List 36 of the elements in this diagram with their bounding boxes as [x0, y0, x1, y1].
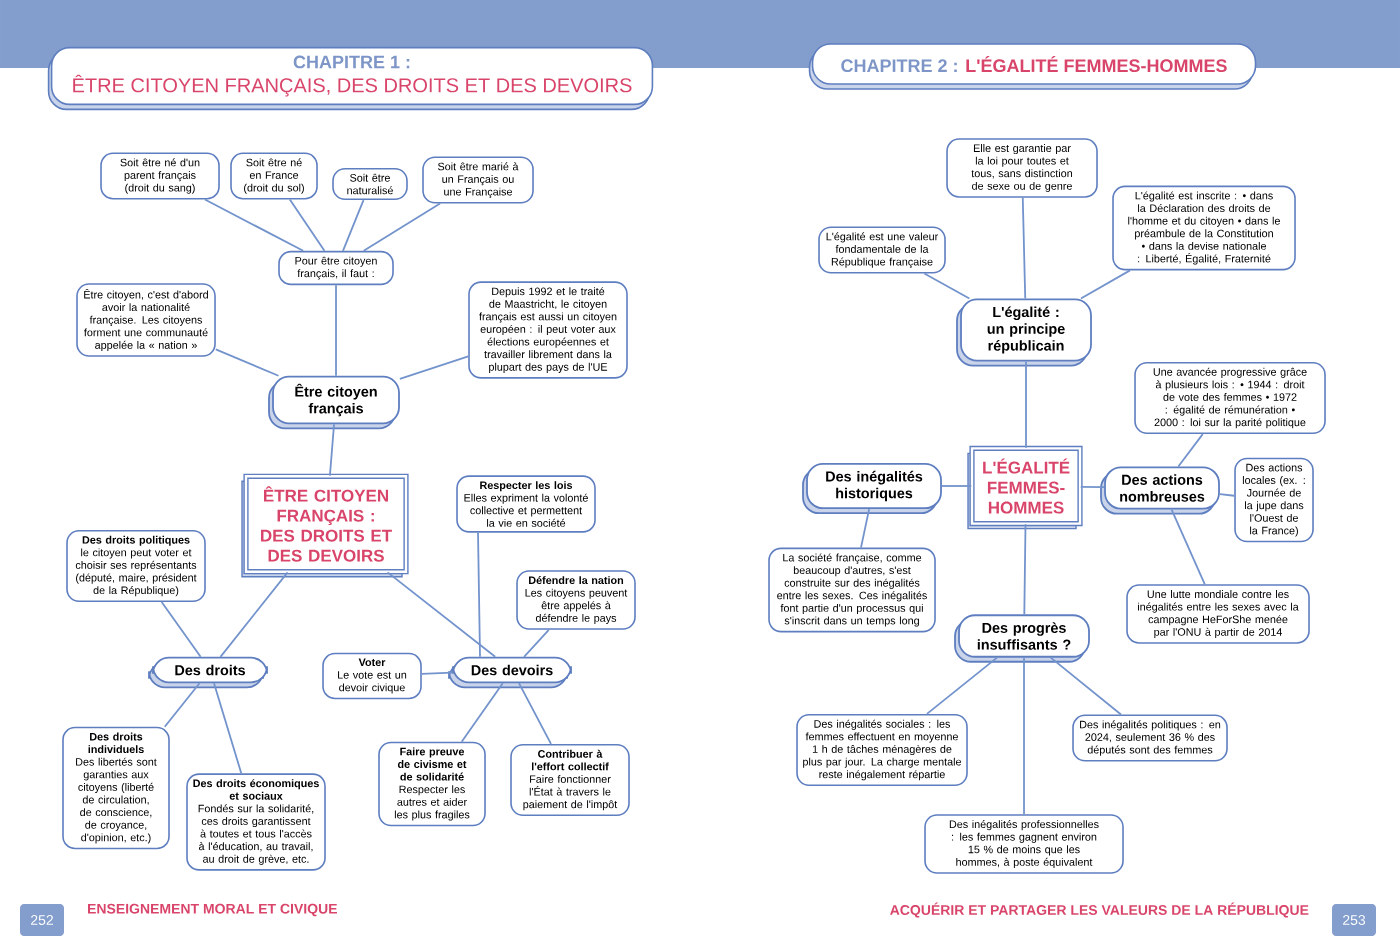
connector-line	[160, 601, 202, 658]
connector-line	[523, 628, 550, 658]
connector-line	[460, 682, 504, 743]
connector-line	[335, 284, 337, 377]
connector-line	[420, 671, 453, 675]
connector-line	[1023, 656, 1025, 816]
connector-line	[1079, 485, 1105, 489]
connector-line	[1025, 360, 1027, 449]
connector-line	[926, 656, 998, 715]
connector-line	[362, 202, 441, 252]
connector-line	[923, 272, 971, 300]
connector-line	[1219, 493, 1236, 497]
chapter-banner: CHAPITRE 2 : L'ÉGALITÉ FEMMES-HOMMES	[808, 43, 1257, 90]
connector-line	[1170, 508, 1206, 586]
connector-line	[219, 571, 289, 658]
connector-line	[1021, 196, 1027, 300]
connector-line	[213, 682, 243, 775]
connector-line	[214, 348, 280, 377]
connector-line	[1049, 656, 1122, 716]
connector-line	[399, 355, 470, 380]
connector-line	[386, 571, 497, 658]
connector-line	[204, 198, 305, 252]
connector-line	[477, 531, 481, 658]
connector-line	[163, 682, 201, 728]
central-box: L'ÉGALITÉ FEMMES-HOMMES	[967, 445, 1083, 530]
connector-line	[941, 485, 973, 487]
connector-line	[342, 199, 365, 252]
chapter-banner: CHAPITRE 1 : ÊTRE CITOYEN FRANÇAIS, DES DROITS ET DES DEVOIRS	[47, 46, 654, 111]
connector-line	[518, 682, 552, 745]
connector-line	[1177, 433, 1204, 468]
connector-line	[860, 508, 871, 549]
connector-line	[1023, 523, 1027, 616]
central-box: ÊTRE CITOYEN FRANÇAIS : DES DROITS ET DES DEVOIRS	[241, 473, 409, 578]
connector-line	[288, 198, 326, 252]
connector-line	[329, 423, 335, 477]
connector-line	[1080, 269, 1131, 300]
